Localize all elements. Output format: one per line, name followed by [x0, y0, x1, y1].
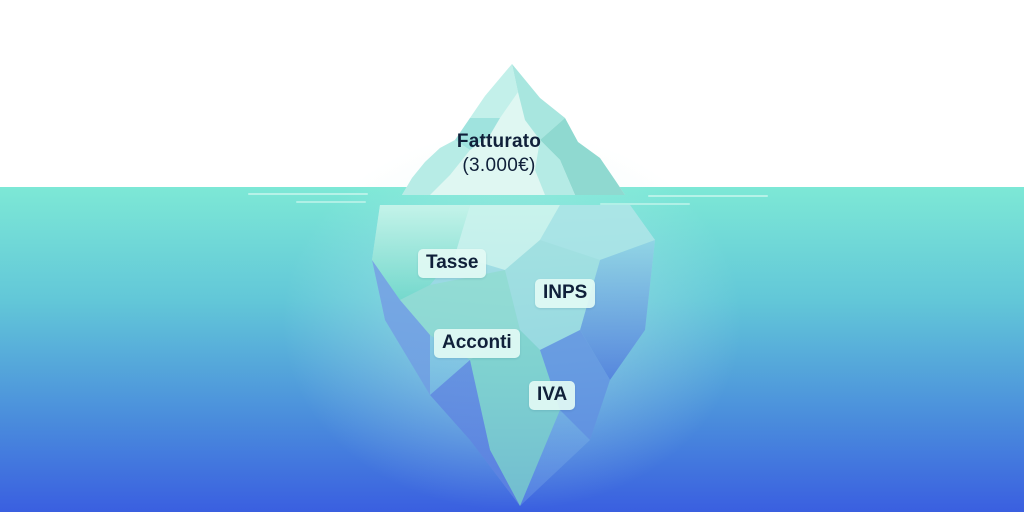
iceberg-facet — [470, 330, 560, 506]
tag-tasse: Tasse — [418, 249, 487, 278]
iceberg-facet — [540, 118, 625, 195]
water-ripple — [248, 193, 368, 195]
iceberg-facet — [455, 118, 500, 150]
iceberg-facet — [402, 140, 470, 195]
water-ripple — [648, 195, 768, 197]
iceberg-facet — [540, 205, 655, 260]
iceberg-facet — [372, 260, 430, 395]
tag-acconti: Acconti — [434, 329, 520, 358]
tag-inps: INPS — [535, 279, 596, 308]
water-ripple — [600, 203, 690, 205]
iceberg-facet — [430, 360, 520, 506]
tip-amount: (3.000€) — [462, 155, 536, 176]
tip-title: Fatturato — [456, 131, 542, 152]
tag-iva: IVA — [529, 381, 576, 410]
tip-label: Fatturato (3.000€) — [434, 130, 564, 178]
iceberg-facet — [535, 140, 575, 195]
iceberg-facet — [470, 64, 518, 118]
water-ripple — [296, 201, 366, 203]
iceberg-facet — [512, 64, 565, 140]
iceberg-facet — [580, 240, 655, 380]
